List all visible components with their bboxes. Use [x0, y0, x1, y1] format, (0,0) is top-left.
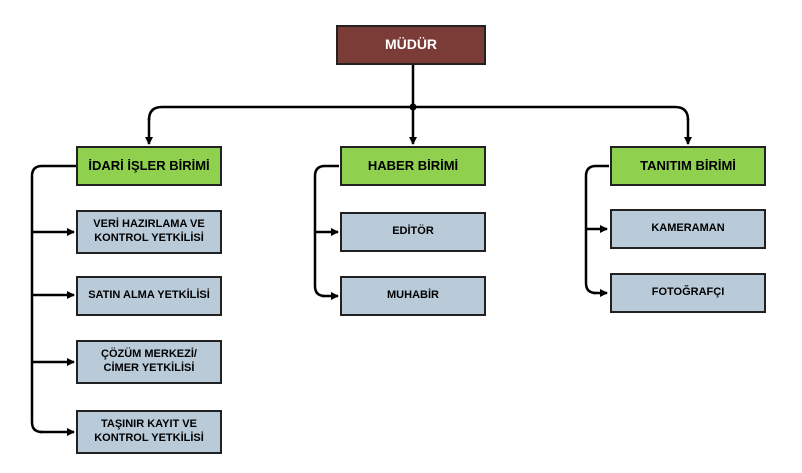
- role-kameraman: KAMERAMAN: [610, 209, 766, 249]
- branch-haber: [313, 164, 339, 298]
- role-muhabir-label: MUHABİR: [387, 289, 439, 302]
- unit-idari-isler: İDARİ İŞLER BİRİMİ: [76, 146, 222, 186]
- role-tasinir-kayit-label: TAŞINIR KAYIT VE KONTROL YETKİLİSİ: [94, 418, 204, 444]
- role-tasinir-kayit: TAŞINIR KAYIT VE KONTROL YETKİLİSİ: [76, 410, 222, 454]
- manager-label: MÜDÜR: [384, 36, 438, 53]
- role-kameraman-label: KAMERAMAN: [651, 222, 725, 235]
- role-fotografci-label: FOTOĞRAFÇI: [651, 286, 725, 299]
- unit-tanitim: TANITIM BİRİMİ: [610, 146, 766, 186]
- unit-bus: [147, 105, 690, 121]
- role-fotografci: FOTOĞRAFÇI: [610, 273, 766, 313]
- unit-tanitim-label: TANITIM BİRİMİ: [640, 157, 736, 173]
- role-satin-alma-label: SATIN ALMA YETKİLİSİ: [88, 289, 210, 302]
- unit-haber: HABER BİRİMİ: [340, 146, 486, 186]
- manager-box: MÜDÜR: [336, 25, 486, 65]
- branch-tanitim: [584, 164, 609, 295]
- unit-idari-isler-label: İDARİ İŞLER BİRİMİ: [88, 157, 210, 173]
- role-muhabir: MUHABİR: [340, 276, 486, 316]
- role-editor-label: EDİTÖR: [392, 225, 434, 238]
- role-veri-hazirlama: VERİ HAZIRLAMA VE KONTROL YETKİLİSİ: [76, 210, 222, 254]
- unit-haber-label: HABER BİRİMİ: [367, 157, 459, 173]
- junction-dot: [409, 103, 417, 111]
- role-editor: EDİTÖR: [340, 212, 486, 252]
- role-satin-alma: SATIN ALMA YETKİLİSİ: [76, 276, 222, 316]
- role-cozum-merkezi-label: ÇÖZÜM MERKEZİ/ CİMER YETKİLİSİ: [101, 348, 197, 374]
- role-veri-hazirlama-label: VERİ HAZIRLAMA VE KONTROL YETKİLİSİ: [93, 218, 205, 244]
- role-cozum-merkezi: ÇÖZÜM MERKEZİ/ CİMER YETKİLİSİ: [76, 340, 222, 384]
- branch-idari: [30, 164, 76, 434]
